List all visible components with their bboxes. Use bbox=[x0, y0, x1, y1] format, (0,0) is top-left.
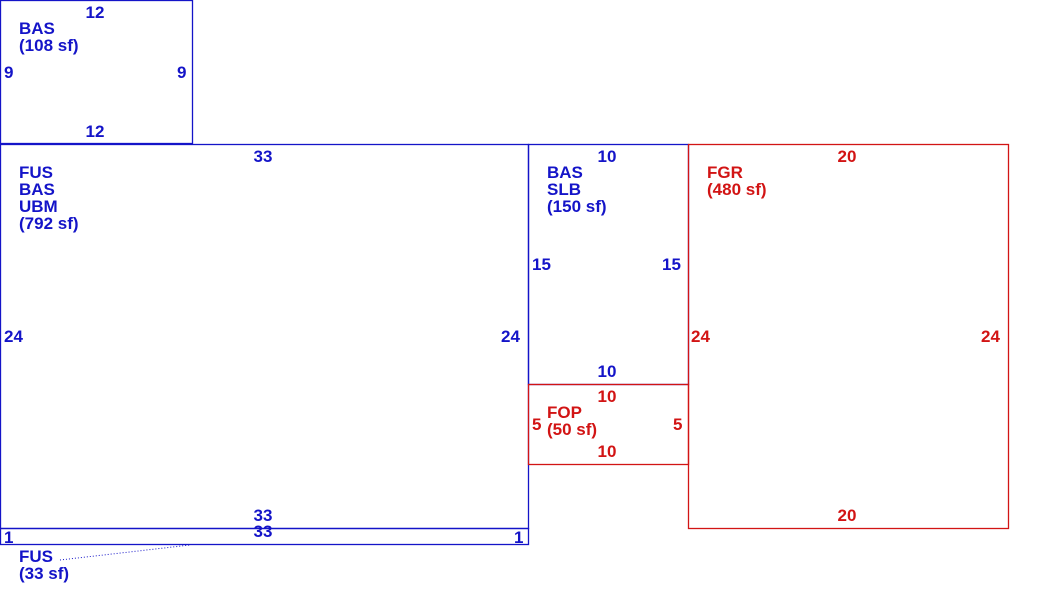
fop-area: (50 sf) bbox=[547, 420, 597, 439]
main-area: (792 sf) bbox=[19, 214, 79, 233]
fop-dim-right: 5 bbox=[673, 415, 682, 434]
slb-label-slb: SLB bbox=[547, 180, 581, 199]
bas-top-dim-left: 9 bbox=[4, 63, 13, 82]
bas-top-area: (108 sf) bbox=[19, 36, 79, 55]
main-area-outline bbox=[0, 143, 530, 530]
main-label-fus: FUS bbox=[19, 163, 53, 182]
slb-dim-left: 15 bbox=[532, 255, 551, 274]
fus-strip-area: (33 sf) bbox=[19, 564, 69, 583]
slb-label-bas: BAS bbox=[547, 163, 583, 182]
bas-top-dim-bottom: 12 bbox=[86, 122, 105, 141]
fus-strip-outline bbox=[0, 527, 530, 546]
bas-top-label: BAS bbox=[19, 19, 55, 38]
fus-strip-dim-right: 1 bbox=[514, 528, 523, 547]
fus-strip-dim-left: 1 bbox=[4, 528, 13, 547]
bas-top-outline bbox=[0, 0, 194, 145]
slb-dim-right: 15 bbox=[662, 255, 681, 274]
fgr-area: (480 sf) bbox=[707, 180, 767, 199]
fgr-dim-bottom: 20 bbox=[838, 506, 857, 525]
fgr-dim-left: 24 bbox=[691, 327, 710, 346]
slb-dim-top: 10 bbox=[598, 147, 617, 166]
bas-top-dim-top: 12 bbox=[86, 3, 105, 22]
fgr-dim-right: 24 bbox=[981, 327, 1000, 346]
bas-top-dim-right: 9 bbox=[177, 63, 186, 82]
fgr-dim-top: 20 bbox=[838, 147, 857, 166]
main-dim-left: 24 bbox=[4, 327, 23, 346]
slb-area: (150 sf) bbox=[547, 197, 607, 216]
fus-strip-label: FUS bbox=[19, 547, 53, 566]
fgr-area-outline bbox=[687, 143, 1010, 530]
fop-dim-top: 10 bbox=[598, 387, 617, 406]
fgr-label: FGR bbox=[707, 163, 743, 182]
fus-strip-dim-top: 33 bbox=[254, 522, 273, 541]
fop-dim-bottom: 10 bbox=[598, 442, 617, 461]
fop-dim-left: 5 bbox=[532, 415, 541, 434]
main-dim-bottom: 33 bbox=[254, 506, 273, 525]
fus-strip-leader-line bbox=[59, 544, 191, 561]
main-label-ubm: UBM bbox=[19, 197, 58, 216]
main-dim-right: 24 bbox=[501, 327, 520, 346]
main-dim-top: 33 bbox=[254, 147, 273, 166]
fop-label: FOP bbox=[547, 403, 582, 422]
slb-dim-bottom: 10 bbox=[598, 362, 617, 381]
main-label-bas: BAS bbox=[19, 180, 55, 199]
